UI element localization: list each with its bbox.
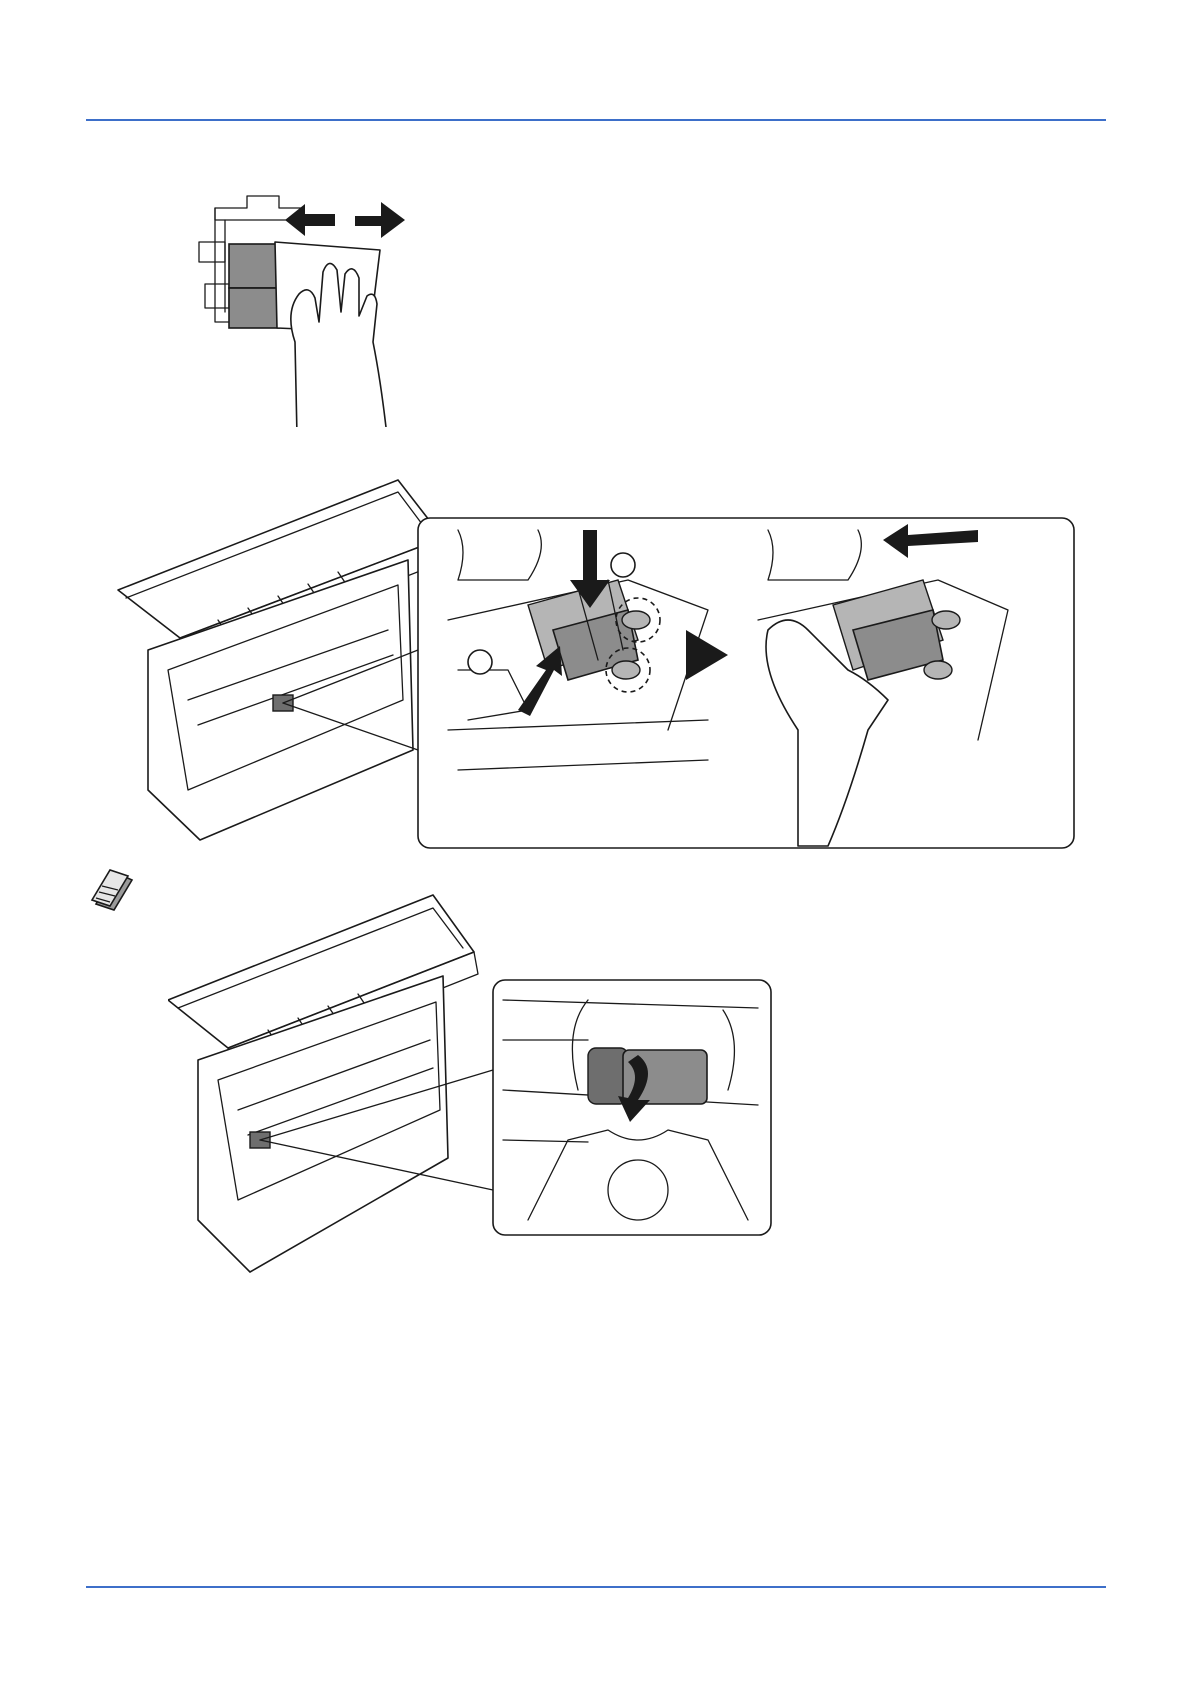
footer-rule: [86, 1586, 1106, 1588]
roller-rotate-figure: [168, 890, 776, 1275]
note-icon: [88, 868, 136, 912]
roller-install-figure: [108, 470, 1080, 855]
header-rule: [86, 119, 1106, 121]
roller-cleaning-figure: [195, 192, 415, 427]
